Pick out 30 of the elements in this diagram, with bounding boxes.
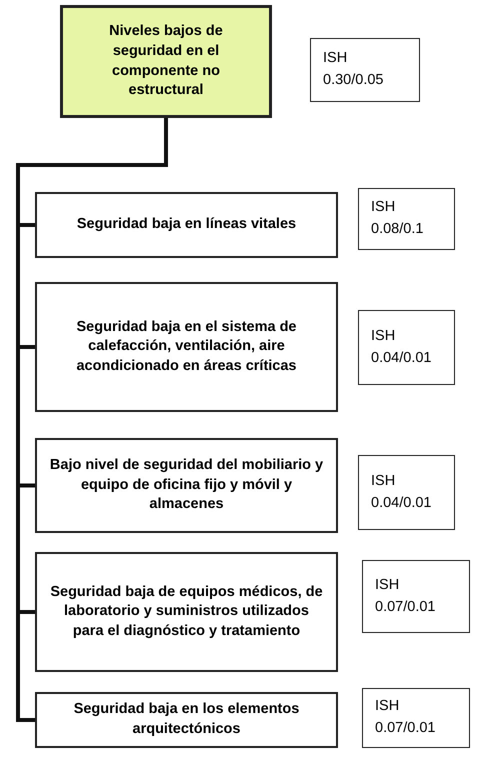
index-value: 0.04/0.01 [371, 494, 432, 512]
category-box [35, 438, 338, 533]
category-label: Seguridad baja de equipos médicos, de laboratorio y suministros utilizados para el diagnóstico y tratamiento [49, 582, 324, 641]
category-box [35, 692, 338, 748]
index-value: 0.08/0.1 [371, 220, 424, 239]
index-value: 0.07/0.01 [375, 719, 436, 738]
category-label: Seguridad baja en el sistema de calefacción, ventilación, aire acondicionado en áreas críticas [75, 318, 298, 376]
index-value: 0.07/0.01 [375, 598, 436, 616]
category-box [60, 5, 272, 118]
category-label: Seguridad baja en los elementos arquitectónicos [72, 700, 300, 739]
index-box [358, 188, 455, 250]
index-label: ISH [323, 49, 348, 68]
index-label: ISH [375, 697, 400, 716]
index-label: ISH [371, 472, 396, 491]
category-label: Seguridad baja en líneas vitales [76, 215, 298, 234]
category-box [35, 282, 338, 412]
index-box [358, 310, 455, 385]
category-box [35, 192, 338, 258]
index-value: 0.30/0.05 [323, 71, 384, 90]
index-box [362, 688, 470, 748]
category-label: Bajo nivel de seguridad del mobiliario y equipo de oficina fijo y móvil y almacenes [48, 456, 324, 514]
index-label: ISH [371, 326, 396, 346]
category-box [35, 552, 338, 672]
index-label: ISH [371, 198, 396, 218]
index-box [358, 455, 455, 530]
index-box [362, 560, 470, 633]
index-value: 0.04/0.01 [371, 348, 432, 368]
index-box [310, 38, 420, 102]
index-label: ISH [375, 576, 400, 595]
category-label: Niveles bajos de seguridad en el componente no estructural [108, 22, 224, 100]
